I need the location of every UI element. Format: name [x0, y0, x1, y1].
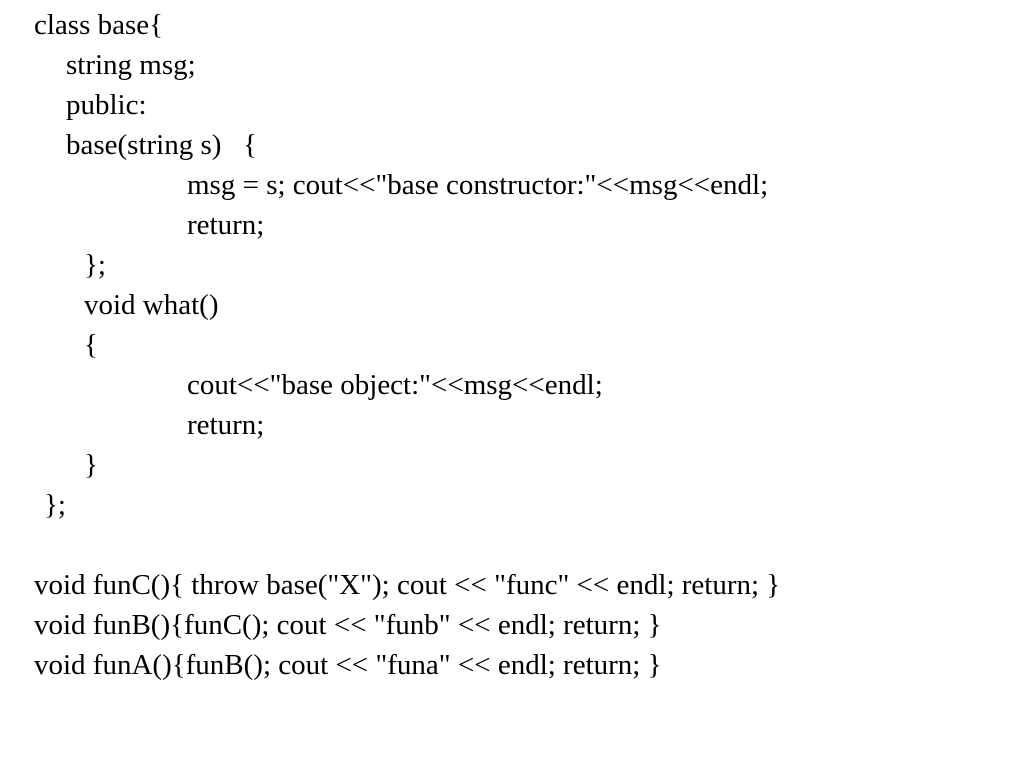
code-line-func-c: void funC(){ throw base("X"); cout << "f…	[34, 569, 781, 601]
code-line-member-msg: string msg;	[66, 49, 196, 81]
code-line-what-return: return;	[187, 409, 265, 441]
code-line-constructor-return: return;	[187, 209, 265, 241]
code-line-func-b: void funB(){funC(); cout << "funb" << en…	[34, 609, 662, 641]
code-line-func-a: void funA(){funB(); cout << "funa" << en…	[34, 649, 662, 681]
code-line-class-decl: class base{	[34, 9, 164, 41]
code-line-class-close: };	[44, 489, 66, 521]
code-line-constructor-sig: base(string s) {	[66, 129, 258, 161]
code-line-constructor-close: };	[84, 249, 106, 281]
code-line-what-body: cout<<"base object:"<<msg<<endl;	[187, 369, 603, 401]
code-line-what-open: {	[84, 329, 98, 361]
code-line-what-sig: void what()	[84, 289, 219, 321]
code-line-public: public:	[66, 89, 147, 121]
code-line-what-close: }	[84, 449, 98, 481]
code-line-constructor-body: msg = s; cout<<"base constructor:"<<msg<…	[187, 169, 769, 201]
